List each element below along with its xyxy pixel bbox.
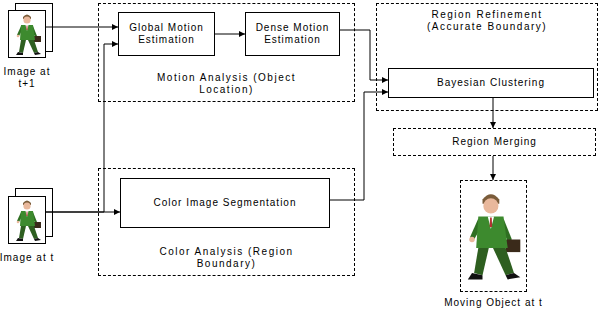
- output-image: Moving Object at t: [460, 180, 527, 292]
- box-label: Global Motion Estimation: [123, 22, 210, 46]
- group-box: Region Refinement (Accurate Boundary) Bay…: [376, 3, 598, 111]
- image-label: Moving Object at t: [429, 297, 559, 309]
- process-box: Global Motion Estimation: [118, 12, 215, 56]
- process-box: Bayesian Clustering: [388, 68, 594, 98]
- process-box: Dense Motion Estimation: [245, 12, 340, 56]
- person-figure: [16, 201, 41, 242]
- group-box: Motion Analysis (Object Location) Global …: [98, 3, 355, 102]
- group-heading: Region Refinement (Accurate Boundary): [402, 9, 572, 33]
- connector: [46, 212, 120, 213]
- connector: [330, 92, 388, 200]
- connector: [46, 44, 118, 212]
- connector: [215, 34, 245, 35]
- process-box: Color Image Segmentation: [120, 178, 330, 228]
- group-heading: Motion Analysis (Object Location): [157, 72, 297, 96]
- group-heading: Color Analysis (Region Boundary): [157, 246, 297, 270]
- image-label: Image at t: [0, 252, 67, 264]
- box-label: Region Merging: [452, 136, 537, 148]
- connector: [493, 98, 494, 128]
- person-figure: [16, 15, 41, 56]
- box-label: Bayesian Clustering: [437, 77, 545, 89]
- person-figure: [468, 194, 521, 279]
- connector: [46, 27, 118, 28]
- image-label: Image at t+1: [0, 66, 55, 90]
- box-label: Color Image Segmentation: [154, 197, 297, 209]
- box-label: Dense Motion Estimation: [250, 22, 335, 46]
- process-box: Region Merging: [393, 128, 596, 156]
- group-box: Color Analysis (Region Boundary) Color Im…: [98, 168, 355, 276]
- image-frame: [9, 197, 46, 244]
- input-image: Image at t: [8, 196, 46, 244]
- connector: [493, 156, 494, 180]
- connector: [340, 30, 388, 80]
- input-image: Image at t+1: [8, 10, 46, 58]
- image-frame: [9, 11, 46, 58]
